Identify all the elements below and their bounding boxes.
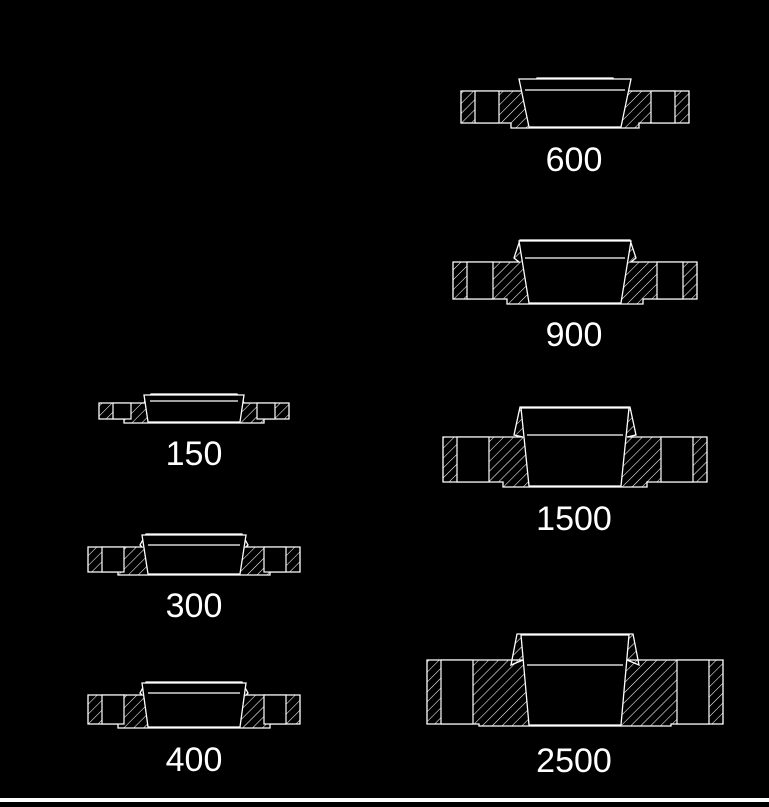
- flange-label-300: 300: [166, 587, 223, 625]
- flange-bore: [518, 240, 632, 304]
- flange-150: [98, 393, 290, 424]
- flange-label-400: 400: [166, 741, 223, 779]
- flange-900: [452, 239, 698, 305]
- flange-label-1500: 1500: [536, 500, 612, 538]
- flange-bore: [518, 78, 632, 128]
- flange-label-900: 900: [546, 316, 603, 354]
- bolt-hole-left: [112, 402, 132, 420]
- bolt-hole-right: [676, 659, 710, 725]
- flange-label-150: 150: [166, 435, 223, 473]
- bolt-hole-left: [440, 659, 474, 725]
- flange-1500: [442, 406, 708, 488]
- flange-400: [87, 681, 301, 729]
- bolt-hole-left: [101, 546, 125, 573]
- bolt-hole-right: [650, 90, 676, 124]
- flange-label-600: 600: [546, 141, 603, 179]
- flange-bore: [520, 407, 630, 487]
- bolt-hole-right: [263, 694, 287, 725]
- bolt-hole-right: [656, 261, 684, 300]
- bolt-hole-right: [263, 546, 287, 573]
- bolt-hole-left: [456, 436, 490, 483]
- bolt-hole-right: [256, 402, 276, 420]
- flange-bore: [143, 394, 245, 423]
- flange-label-2500: 2500: [536, 742, 612, 780]
- flange-bore: [520, 634, 630, 726]
- flange-bore: [141, 534, 247, 575]
- bolt-hole-left: [101, 694, 125, 725]
- flange-300: [87, 533, 301, 576]
- flange-2500: [426, 633, 724, 727]
- bolt-hole-right: [660, 436, 694, 483]
- flange-bore: [141, 682, 247, 728]
- bottom-edge: [0, 798, 769, 802]
- bolt-hole-left: [466, 261, 494, 300]
- flange-600: [460, 77, 690, 129]
- bolt-hole-left: [474, 90, 500, 124]
